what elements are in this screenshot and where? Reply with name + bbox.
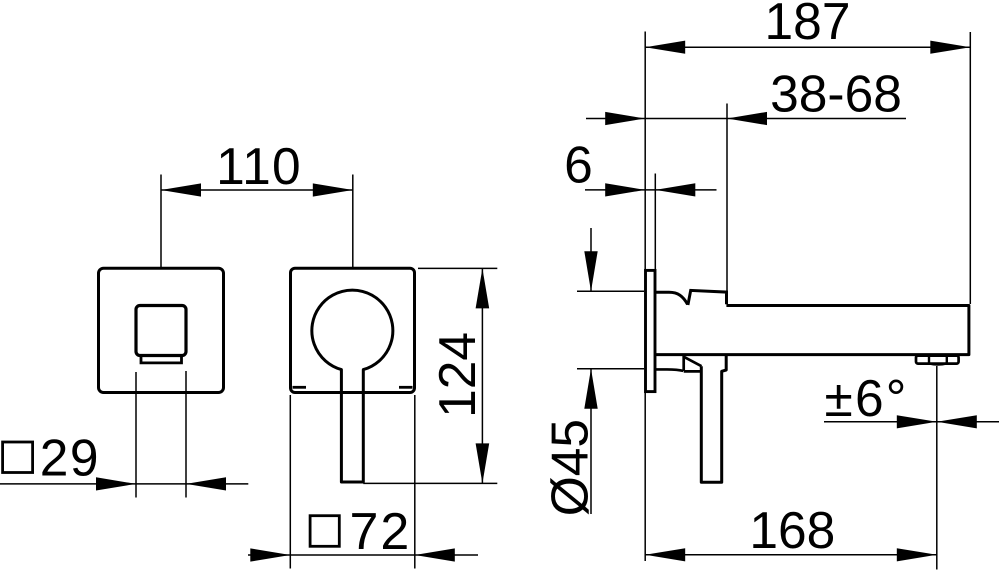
svg-text:124: 124 [428,332,486,418]
svg-text:6: 6 [564,136,593,194]
svg-text:168: 168 [749,501,835,559]
svg-text:72: 72 [350,503,412,561]
svg-text:38-68: 38-68 [770,65,902,123]
svg-text:Ø45: Ø45 [540,419,598,516]
svg-text:±6°: ±6° [825,369,909,427]
svg-text:187: 187 [765,0,851,50]
svg-text:110: 110 [216,137,302,195]
svg-text:29: 29 [40,429,100,487]
